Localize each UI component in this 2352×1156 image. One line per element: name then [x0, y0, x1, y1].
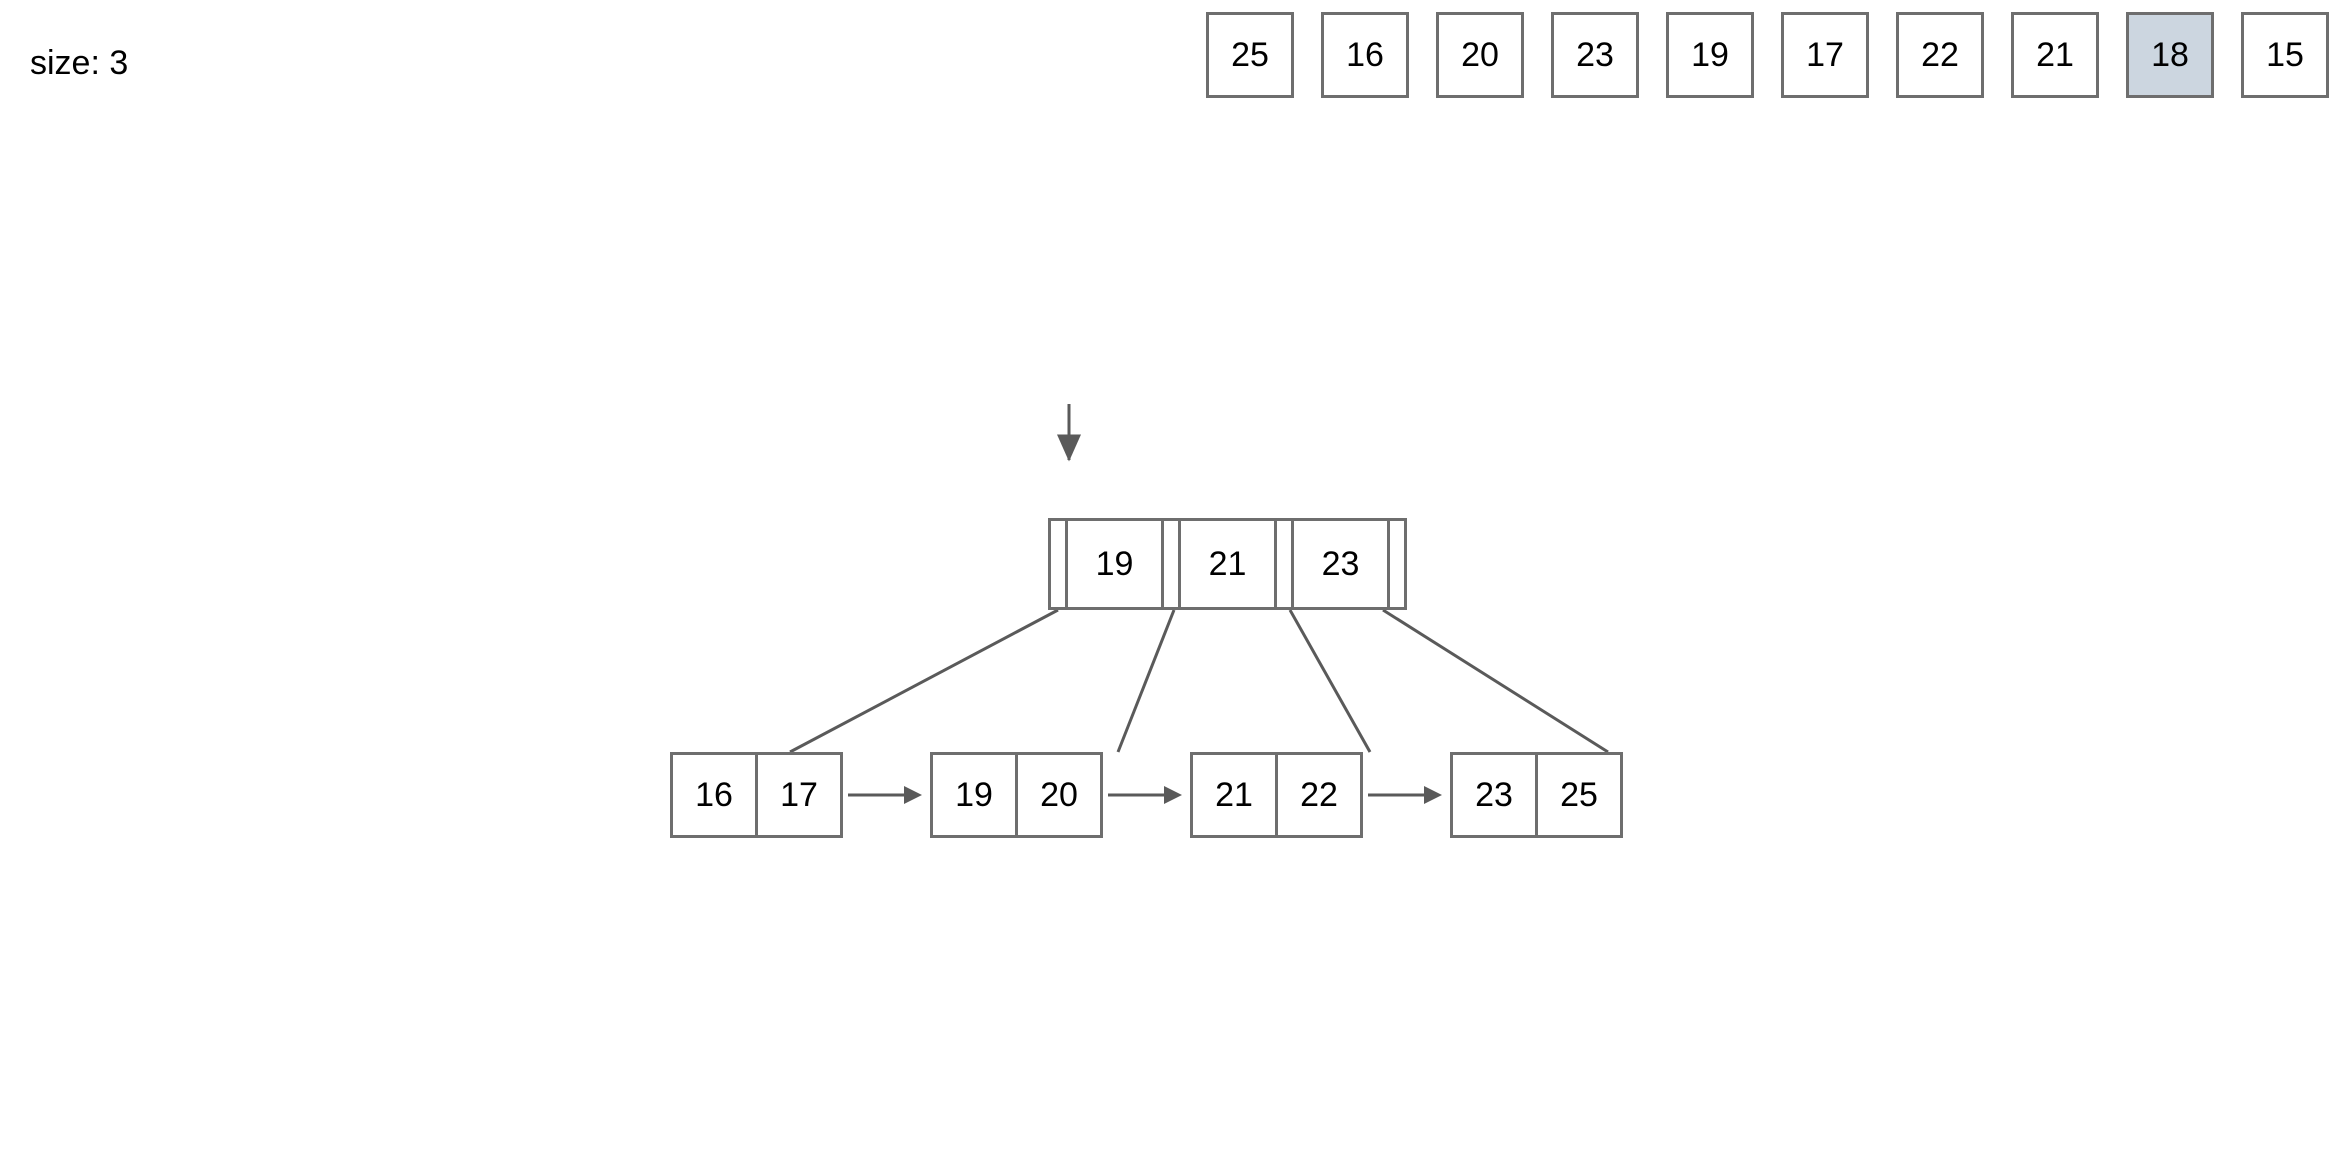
leaf-next-pointer-icon [1100, 752, 1190, 838]
edge-root-p2-to-leaf2 [1288, 609, 1372, 753]
root-key-cell[interactable]: 19 [1065, 518, 1164, 610]
leaf-key-cell[interactable]: 16 [670, 752, 758, 838]
edge-root-p1-to-leaf1 [1116, 609, 1176, 753]
queue-item[interactable]: 19 [1666, 12, 1754, 98]
edge-root-p0-to-leaf0 [789, 608, 1059, 754]
leaf-key-cell[interactable]: 20 [1015, 752, 1103, 838]
leaf-key-cell[interactable]: 23 [1450, 752, 1538, 838]
leaf-key-cell[interactable]: 19 [930, 752, 1018, 838]
queue-item[interactable]: 22 [1896, 12, 1984, 98]
root-key-cell[interactable]: 21 [1178, 518, 1277, 610]
queue-item[interactable]: 25 [1206, 12, 1294, 98]
queue-item[interactable]: 17 [1781, 12, 1869, 98]
edge-root-p3-to-leaf3 [1382, 608, 1609, 754]
leaf-next-pointer-icon [840, 752, 930, 838]
queue-item-current[interactable]: 18 [2126, 12, 2214, 98]
value-queue: 25 16 20 23 19 17 22 21 18 15 [1206, 12, 2329, 98]
queue-item[interactable]: 23 [1551, 12, 1639, 98]
leaf-key-cell[interactable]: 21 [1190, 752, 1278, 838]
leaf-next-pointer-icon [1360, 752, 1450, 838]
size-label: size: 3 [30, 44, 129, 82]
queue-item[interactable]: 16 [1321, 12, 1409, 98]
root-key-cell[interactable]: 23 [1291, 518, 1390, 610]
leaf-key-cell[interactable]: 25 [1535, 752, 1623, 838]
queue-item[interactable]: 15 [2241, 12, 2329, 98]
root-pointer-slot[interactable] [1387, 518, 1407, 610]
queue-item[interactable]: 21 [2011, 12, 2099, 98]
leaf-key-cell[interactable]: 17 [755, 752, 843, 838]
leaf-key-cell[interactable]: 22 [1275, 752, 1363, 838]
queue-item[interactable]: 20 [1436, 12, 1524, 98]
tree-edges [789, 608, 1609, 754]
